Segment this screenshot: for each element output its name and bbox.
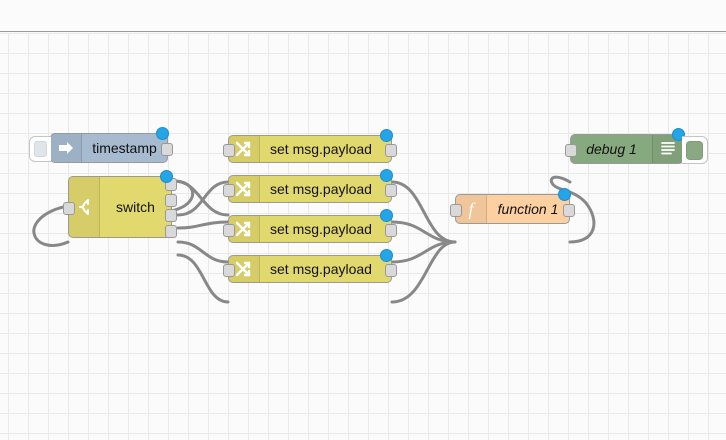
node-label: debug 1	[586, 141, 637, 157]
node-status-dot	[156, 127, 169, 140]
node-status-dot	[380, 249, 393, 262]
input-port[interactable]	[223, 224, 235, 237]
wire-change3-to-function	[390, 240, 457, 264]
editor-header-strip	[0, 0, 726, 32]
node-label: set msg.payload	[270, 261, 372, 277]
node-inject-1[interactable]: timestamp	[29, 127, 173, 163]
node-change-5[interactable]: set msg.payload	[223, 209, 397, 243]
node-status-dot	[380, 169, 393, 182]
output-port[interactable]	[385, 224, 397, 237]
input-port[interactable]	[223, 184, 235, 197]
node-body: set msg.payload	[229, 136, 391, 162]
node-status-dot	[380, 209, 393, 222]
node-body: set msg.payload	[229, 176, 391, 202]
inject-trigger-button[interactable]	[29, 136, 51, 162]
debug-button-knob	[686, 140, 703, 160]
node-label: function 1	[497, 201, 559, 217]
node-body: switch	[69, 177, 171, 237]
node-label: switch	[116, 199, 155, 215]
wire-change4-to-function	[390, 240, 457, 304]
node-label: set msg.payload	[270, 221, 372, 237]
node-change-3[interactable]: set msg.payload	[223, 129, 397, 163]
output-port[interactable]	[385, 264, 397, 277]
output-port[interactable]	[563, 204, 575, 217]
node-change-6[interactable]: set msg.payload	[223, 249, 397, 283]
wire-switch2-to-change3	[176, 240, 230, 264]
output-port[interactable]	[385, 144, 397, 157]
node-change-4[interactable]: set msg.payload	[223, 169, 397, 203]
node-label: set msg.payload	[270, 141, 372, 157]
input-port[interactable]	[63, 202, 75, 215]
input-port[interactable]	[450, 204, 462, 217]
wire-change1-to-function	[390, 180, 457, 244]
input-port[interactable]	[223, 264, 235, 277]
node-label: set msg.payload	[270, 181, 372, 197]
node-label: timestamp	[92, 140, 157, 156]
node-body: timestamp	[51, 134, 167, 162]
node-status-dot	[380, 129, 393, 142]
arrow-right-icon	[51, 134, 82, 162]
input-port[interactable]	[223, 144, 235, 157]
wire-inject-to-change2	[172, 179, 230, 217]
node-switch-2[interactable]: switch	[63, 170, 177, 238]
output-port[interactable]	[165, 209, 177, 222]
input-port[interactable]	[565, 144, 577, 157]
node-body: debug 1	[571, 135, 683, 163]
wire-switch3-to-change4	[176, 253, 230, 304]
node-body: set msg.payload	[229, 216, 391, 242]
output-port[interactable]	[165, 225, 177, 238]
inject-button-knob	[34, 141, 47, 157]
wire-switch0-to-change1	[176, 180, 230, 217]
svg-text:f: f	[468, 199, 476, 219]
node-body: f function 1	[456, 195, 569, 223]
output-port[interactable]	[385, 184, 397, 197]
output-port[interactable]	[161, 143, 173, 156]
node-status-dot	[672, 128, 685, 141]
node-status-dot	[558, 188, 571, 201]
wire-change2-to-function	[390, 220, 457, 244]
debug-toggle-button[interactable]	[682, 136, 708, 164]
wire-switch1-to-change2	[176, 220, 230, 230]
node-function-7[interactable]: f function 1	[450, 188, 575, 224]
node-body: set msg.payload	[229, 256, 391, 282]
node-status-dot	[160, 170, 173, 183]
output-port[interactable]	[165, 194, 177, 207]
node-debug-8[interactable]: debug 1	[565, 128, 708, 164]
debug-lines-icon	[652, 135, 683, 163]
